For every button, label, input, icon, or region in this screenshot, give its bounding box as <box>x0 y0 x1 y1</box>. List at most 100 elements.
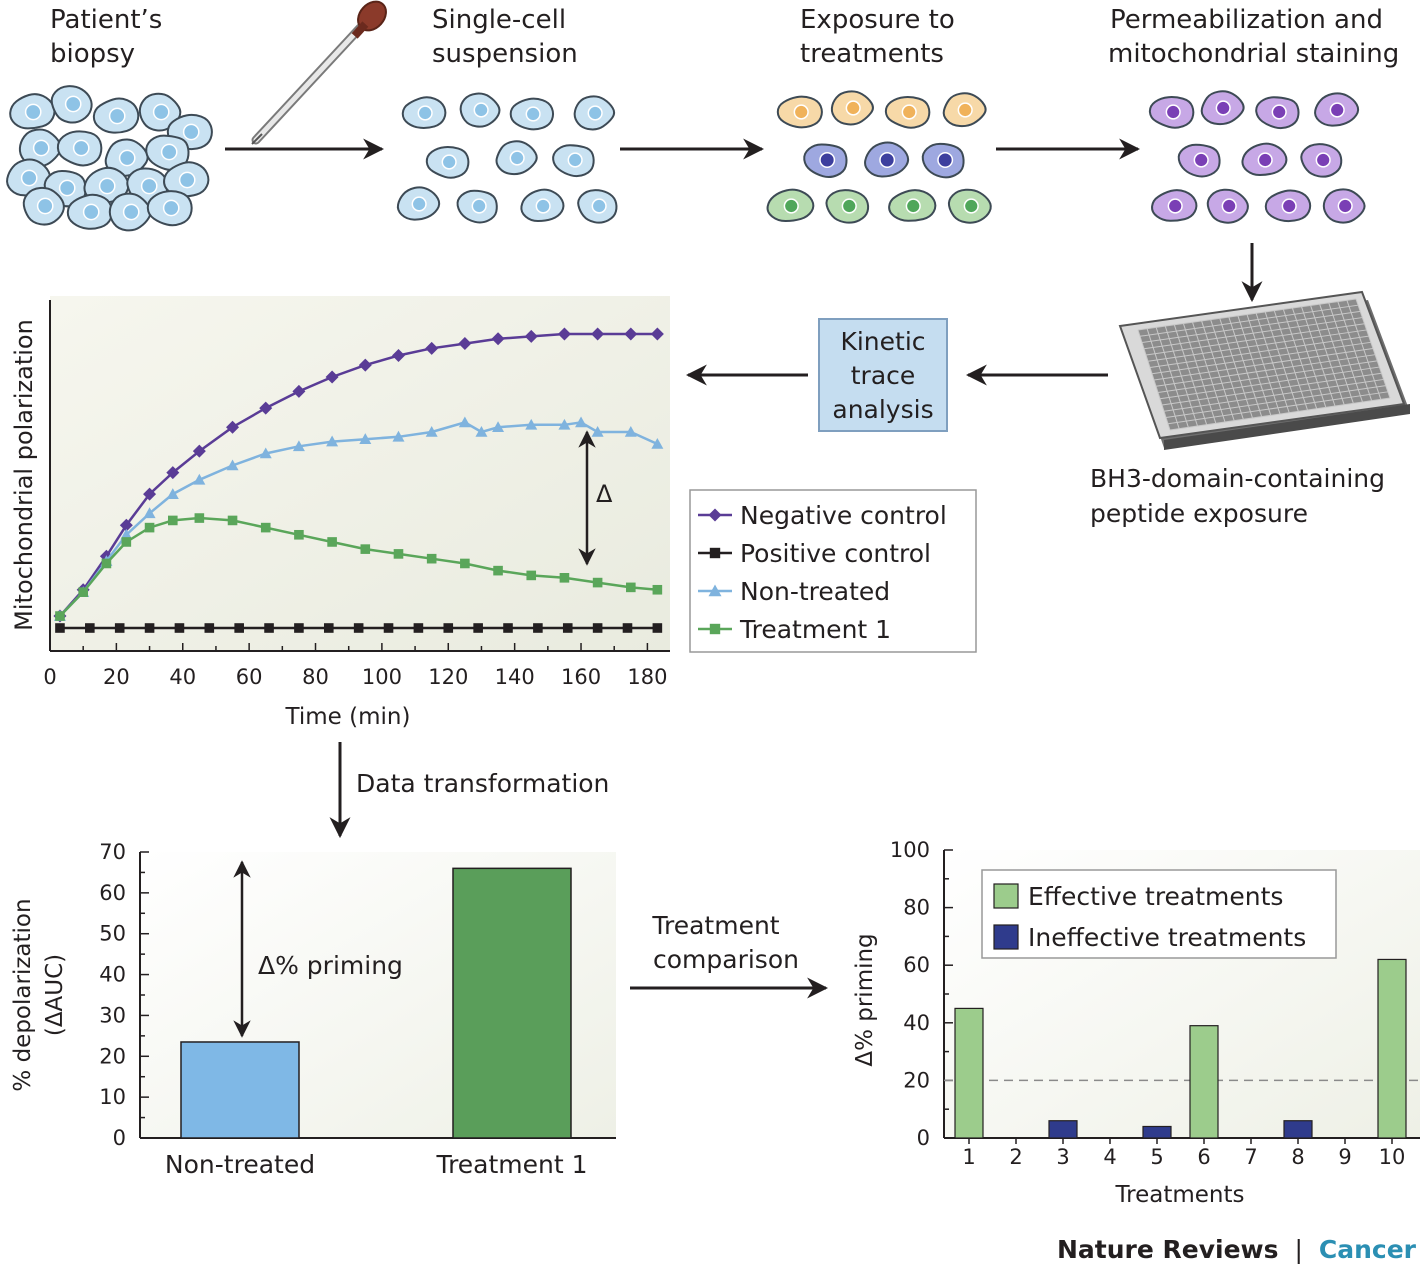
bar-chart-2-category: 6 <box>1197 1145 1210 1169</box>
cell <box>1200 90 1245 126</box>
line-point <box>226 420 240 434</box>
bar-chart-1-y-tick: 50 <box>99 922 126 946</box>
pipette-icon <box>251 0 387 145</box>
line-point <box>174 623 185 633</box>
line-chart-x-tick: 120 <box>428 665 468 689</box>
step-title-exposure-2: treatments <box>800 39 944 69</box>
cell <box>1255 96 1300 130</box>
step-title-suspension-2: suspension <box>432 39 578 69</box>
line-point <box>292 384 306 398</box>
line-point <box>120 528 133 540</box>
line-point <box>413 623 424 633</box>
line-point <box>227 515 238 526</box>
step-title-staining-1: Permeabilization and <box>1110 5 1383 35</box>
step-title-biopsy-1: Patient’s <box>50 5 162 35</box>
cell <box>803 143 848 179</box>
cell <box>1314 92 1360 127</box>
treated-cells-illustration <box>766 90 992 224</box>
cell <box>577 189 618 224</box>
cell <box>776 95 823 129</box>
bar-chart-1-bar <box>452 867 572 1139</box>
line-point <box>234 623 244 633</box>
line-point <box>592 623 603 633</box>
bar-chart-1-y-tick: 0 <box>113 1126 126 1150</box>
line-point <box>259 401 273 415</box>
line-point <box>533 623 543 633</box>
cell <box>456 189 498 224</box>
line-point <box>101 558 112 569</box>
line-point <box>503 623 513 633</box>
line-series <box>55 623 663 633</box>
cell <box>573 95 616 131</box>
line-point <box>78 587 88 597</box>
bar-chart-1-ylabel-2: (ΔAUC) <box>42 954 68 1036</box>
cell <box>1151 189 1198 222</box>
line-legend-item: Non-treated <box>698 577 890 606</box>
cell <box>1241 142 1288 177</box>
cell <box>766 188 815 223</box>
bar-chart-2-bar <box>954 1007 984 1139</box>
line-point <box>114 623 125 633</box>
line-legend-item: Positive control <box>698 539 931 568</box>
line-point <box>360 544 371 554</box>
bar-chart-2-bar <box>1142 1125 1172 1139</box>
line-chart-x-tick: 180 <box>627 665 667 689</box>
cell <box>520 188 565 223</box>
line-point <box>592 577 603 588</box>
line-point <box>294 623 304 633</box>
line-point <box>650 327 664 341</box>
cell <box>942 92 987 128</box>
cell <box>1264 189 1312 223</box>
line-point <box>557 327 571 341</box>
line-chart-x-tick: 100 <box>362 665 402 689</box>
line-point <box>359 433 372 444</box>
footer-journal: Cancer <box>1319 1235 1417 1264</box>
line-point <box>525 418 538 430</box>
line-series <box>53 416 664 621</box>
line-chart-x-tick: 60 <box>236 665 263 689</box>
bar-chart-2-category: 7 <box>1244 1145 1257 1169</box>
line-point <box>259 447 272 459</box>
line-point <box>323 623 334 633</box>
treatment-comparison-label-1: Treatment <box>651 911 779 940</box>
cell <box>552 144 595 178</box>
line-chart-x-tick: 80 <box>302 665 329 689</box>
line-point <box>425 426 438 437</box>
cell <box>1300 143 1343 178</box>
cell <box>495 140 538 176</box>
cell <box>825 189 870 224</box>
cell <box>864 141 910 178</box>
line-point <box>326 435 339 447</box>
footer-separator: | <box>1294 1235 1302 1264</box>
line-point <box>192 444 206 458</box>
bar-chart-2-bar <box>1189 1025 1219 1139</box>
line-point <box>204 623 215 633</box>
line-chart-x-tick: 40 <box>169 665 196 689</box>
cell <box>66 193 114 230</box>
line-point <box>392 430 405 442</box>
bar-chart-2-xlabel: Treatments <box>1114 1182 1244 1208</box>
step-title-suspension-1: Single-cell <box>432 5 566 35</box>
bar-chart-2-y-tick: 20 <box>903 1068 930 1092</box>
step-title-exposure-1: Exposure to <box>800 5 955 35</box>
bar-chart-2-category: 9 <box>1338 1145 1351 1169</box>
bar-legend-label: Ineffective treatments <box>1028 923 1306 952</box>
bar-chart-2-category: 5 <box>1150 1145 1163 1169</box>
cell <box>884 96 931 129</box>
line-point <box>55 623 65 633</box>
line-point <box>143 487 157 501</box>
bar-chart-2-category: 1 <box>962 1145 975 1169</box>
cell <box>108 192 152 232</box>
line-point <box>327 537 337 547</box>
cell <box>56 130 103 167</box>
bar-chart-2-bar <box>1048 1120 1078 1139</box>
bar-chart-2-y-tick: 0 <box>917 1126 930 1150</box>
treatment-comparison-label-2: comparison <box>653 945 799 974</box>
bar-chart-2-category: 3 <box>1056 1145 1069 1169</box>
line-point <box>526 570 537 581</box>
bar-chart-2-category: 10 <box>1379 1145 1406 1169</box>
cell <box>163 161 210 198</box>
single-cell-suspension-illustration <box>396 92 618 224</box>
